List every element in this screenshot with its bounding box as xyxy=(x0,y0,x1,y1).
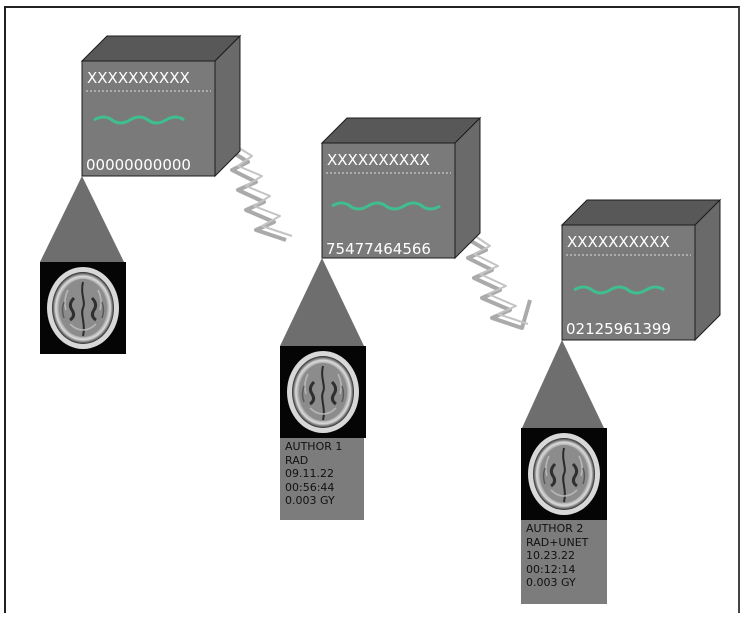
block-1-pointer xyxy=(40,176,124,262)
block-2-hash: 75477464566 xyxy=(326,240,431,258)
brain-scan-3 xyxy=(519,426,609,522)
diagram-frame xyxy=(4,6,740,613)
block-3-pointer xyxy=(522,340,604,428)
block-2-pointer xyxy=(280,258,364,346)
chain-link-1 xyxy=(227,145,293,242)
scan-date: 09.11.22 xyxy=(285,467,334,480)
scan-author: AUTHOR 2 xyxy=(526,522,584,535)
chain-link-2 xyxy=(464,233,532,330)
scan-info-2: AUTHOR 1 RAD 09.11.22 00:56:44 0.003 GY xyxy=(280,438,364,520)
block-1: XXXXXXXXXX 00000000000 xyxy=(81,35,241,177)
block-1-header: XXXXXXXXXX xyxy=(87,69,190,87)
block-1-hash: 00000000000 xyxy=(86,156,191,174)
block-3-hash: 02125961399 xyxy=(566,320,671,338)
scan-method: RAD+UNET xyxy=(526,535,589,549)
scan-time: 00:12:14 xyxy=(526,562,576,576)
block-3-data-wave xyxy=(573,285,665,295)
scan-author: AUTHOR 1 xyxy=(285,440,343,453)
scan-dose: 0.003 GY xyxy=(285,494,335,507)
block-2-header: XXXXXXXXXX xyxy=(327,151,430,169)
brain-scan-1 xyxy=(38,260,128,356)
scan-method: RAD xyxy=(285,453,309,467)
block-3: XXXXXXXXXX 02125961399 xyxy=(561,199,721,341)
block-3-header: XXXXXXXXXX xyxy=(567,233,670,251)
brain-scan-2 xyxy=(278,344,368,440)
block-1-data-wave xyxy=(93,115,185,125)
scan-info-3: AUTHOR 2 RAD+UNET 10.23.22 00:12:14 0.00… xyxy=(521,520,607,604)
scan-dose: 0.003 GY xyxy=(526,576,576,589)
block-2: XXXXXXXXXX 75477464566 xyxy=(321,117,481,259)
block-2-data-wave xyxy=(331,201,441,211)
scan-time: 00:56:44 xyxy=(285,480,335,494)
scan-date: 10.23.22 xyxy=(526,549,575,562)
